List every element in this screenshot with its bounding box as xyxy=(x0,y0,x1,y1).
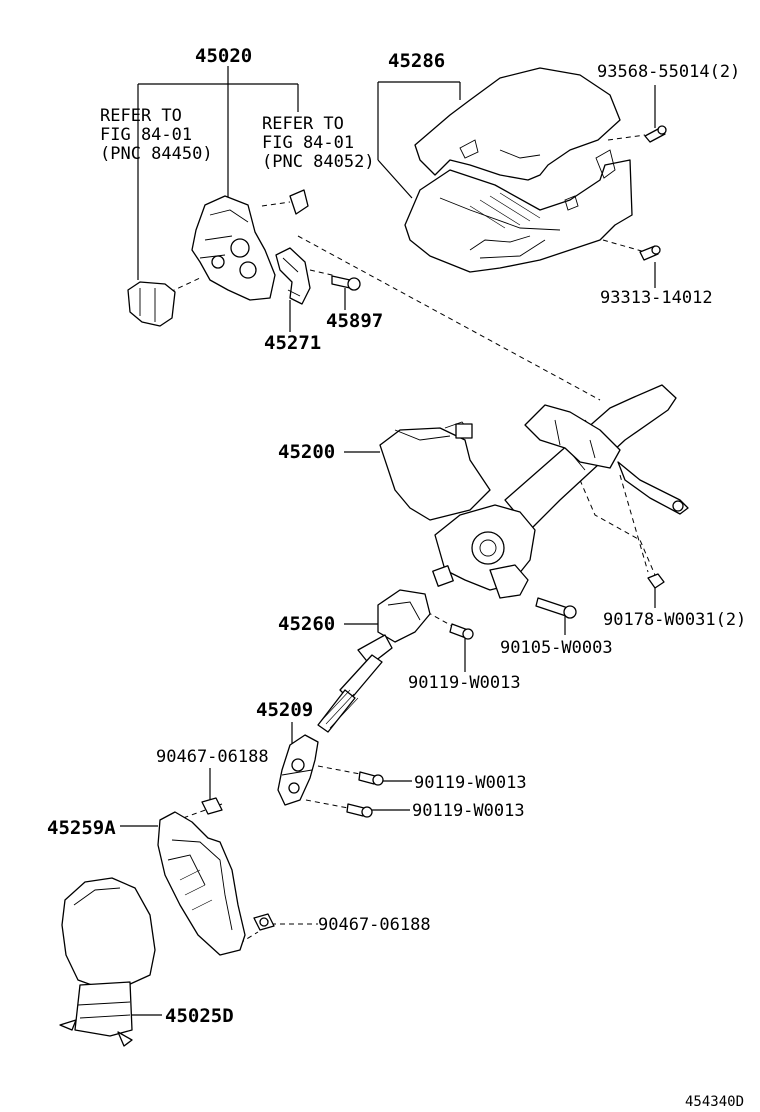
label-90119-W0013-a: 90119-W0013 xyxy=(408,673,521,693)
universal-joint-45209 xyxy=(277,734,319,806)
bolt-90119-a xyxy=(449,623,474,640)
leader-lines xyxy=(120,66,656,1016)
nut-90178 xyxy=(647,573,665,589)
label-45020: 45020 xyxy=(195,45,252,67)
label-90119-W0013-b: 90119-W0013 xyxy=(414,773,527,793)
bolt-90119-c xyxy=(346,803,373,818)
label-45897: 45897 xyxy=(326,310,383,332)
screw-93313 xyxy=(639,245,661,261)
steering-column-45200 xyxy=(379,384,689,599)
label-45209: 45209 xyxy=(256,699,313,721)
label-90467-06188-b: 90467-06188 xyxy=(318,915,431,935)
key-cylinder-part xyxy=(127,281,176,327)
boot-45025D xyxy=(59,877,156,1047)
label-45200: 45200 xyxy=(278,441,335,463)
steering-lock-45020 xyxy=(191,195,276,301)
bolt-45897 xyxy=(331,275,361,291)
clip-90467-b xyxy=(253,913,275,931)
label-90105-W0003: 90105-W0003 xyxy=(500,638,613,658)
label-refer1-line2: FIG 84-01 xyxy=(100,125,192,145)
boot-cover-45259A xyxy=(157,811,246,956)
column-cover-45286 xyxy=(404,67,633,273)
label-refer1-line3: (PNC 84450) xyxy=(100,144,213,164)
label-90467-06188-a: 90467-06188 xyxy=(156,747,269,767)
dashed-connection-lines xyxy=(169,134,656,949)
bolt-90105 xyxy=(535,597,577,619)
label-45271: 45271 xyxy=(264,332,321,354)
label-45260: 45260 xyxy=(278,613,335,635)
label-45259A: 45259A xyxy=(47,817,116,839)
label-refer1-line1: REFER TO xyxy=(100,106,182,126)
label-90178-W0031: 90178-W0031(2) xyxy=(603,610,746,630)
label-93313-14012: 93313-14012 xyxy=(600,288,713,308)
label-45025D: 45025D xyxy=(165,1005,234,1027)
label-refer2-line3: (PNC 84052) xyxy=(262,152,375,172)
intermediate-shaft-45260 xyxy=(317,589,431,733)
screw-93568 xyxy=(644,125,667,143)
label-45286: 45286 xyxy=(388,50,445,72)
label-90119-W0013-c: 90119-W0013 xyxy=(412,801,525,821)
label-refer2-line2: FIG 84-01 xyxy=(262,133,354,153)
clip-90467-a xyxy=(201,797,223,815)
bolt-90119-b xyxy=(358,771,384,786)
bracket-45271 xyxy=(275,247,311,305)
label-93568-55014: 93568-55014(2) xyxy=(597,62,740,82)
figure-id: 454340D xyxy=(685,1094,744,1110)
connector-part xyxy=(289,189,309,215)
label-refer2-line1: REFER TO xyxy=(262,114,344,134)
